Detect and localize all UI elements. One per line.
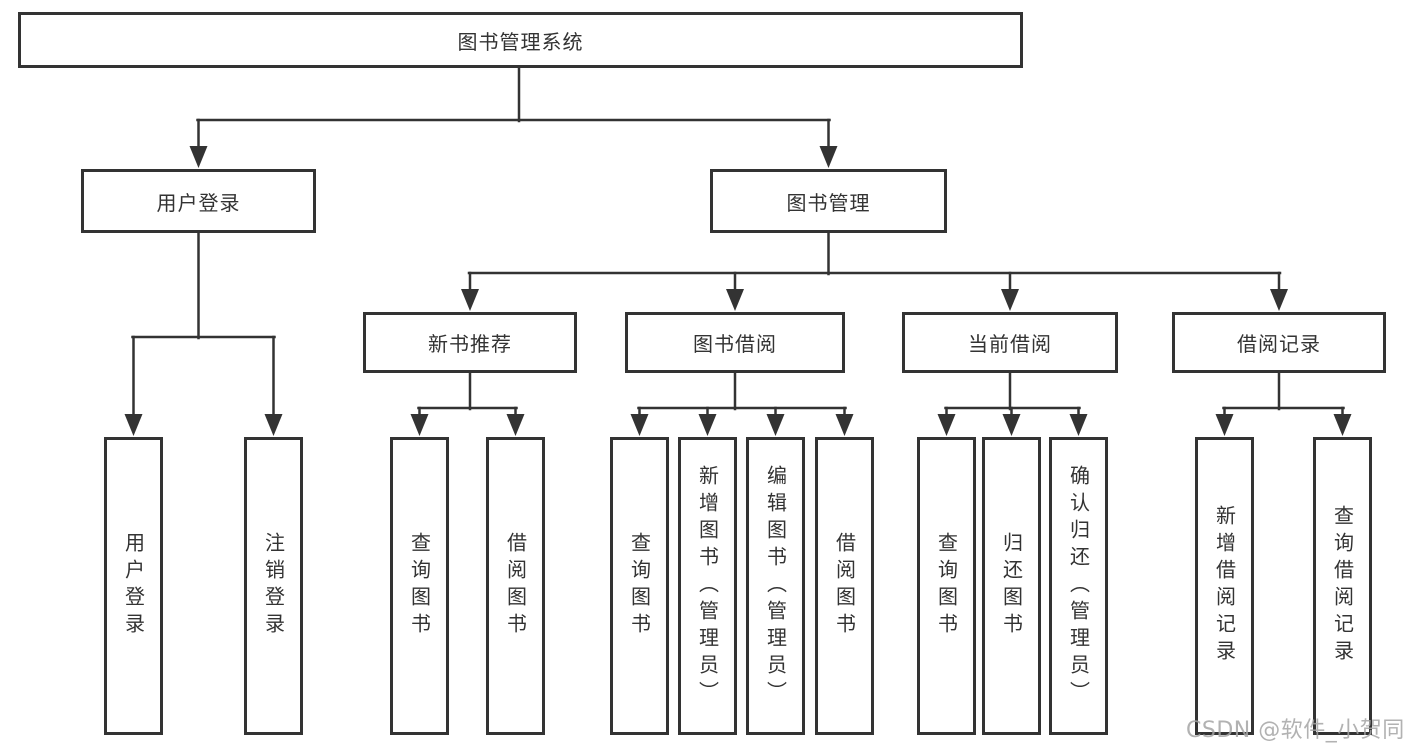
edge-borrow-records-to-leaves <box>1215 370 1352 436</box>
leaf-borrow-books: 借阅图书 <box>815 437 874 735</box>
leaf-label: 查询图书 <box>627 532 652 640</box>
leaf-user-login: 用户登录 <box>104 437 163 735</box>
leaf-label: 借阅图书 <box>503 532 528 640</box>
leaf-query-books-borrow: 查询图书 <box>610 437 669 735</box>
leaf-borrow-books-rec: 借阅图书 <box>486 437 545 735</box>
leaf-label: 归还图书 <box>999 532 1024 640</box>
edge-root-to-level2 <box>189 65 838 168</box>
leaf-label: 查询借阅记录 <box>1330 505 1355 667</box>
leaf-label: 确认归还（管理员） <box>1066 464 1091 708</box>
node-label: 借阅记录 <box>1237 332 1321 356</box>
leaf-label: 查询图书 <box>934 532 959 640</box>
node-label: 图书管理系统 <box>457 29 584 54</box>
leaf-label: 新增借阅记录 <box>1212 505 1237 667</box>
leaf-add-books-admin: 新增图书（管理员） <box>678 437 737 735</box>
leaf-label: 用户登录 <box>121 532 146 640</box>
node-book-management: 图书管理 <box>710 169 947 233</box>
edge-book-mgmt-to-level3 <box>461 231 1288 311</box>
node-label: 图书管理 <box>786 190 871 215</box>
leaf-label: 新增图书（管理员） <box>695 464 720 708</box>
leaf-confirm-return-admin: 确认归还（管理员） <box>1049 437 1108 735</box>
node-label: 图书借阅 <box>693 332 777 356</box>
leaf-label: 借阅图书 <box>832 532 857 640</box>
edge-current-borrow-to-leaves <box>937 370 1088 436</box>
leaf-query-books-rec: 查询图书 <box>390 437 449 735</box>
leaf-query-borrow-record: 查询借阅记录 <box>1313 437 1372 735</box>
node-borrowing-records: 借阅记录 <box>1172 312 1386 373</box>
node-label: 用户登录 <box>156 190 241 215</box>
node-current-borrowing: 当前借阅 <box>902 312 1118 373</box>
node-label: 当前借阅 <box>968 332 1052 356</box>
edge-user-login-to-leaves <box>124 231 283 436</box>
leaf-add-borrow-record: 新增借阅记录 <box>1195 437 1254 735</box>
node-user-login: 用户登录 <box>81 169 316 233</box>
leaf-edit-books-admin: 编辑图书（管理员） <box>746 437 805 735</box>
leaf-query-books-current: 查询图书 <box>917 437 976 735</box>
leaf-label: 注销登录 <box>261 532 286 640</box>
edge-book-borrow-to-leaves <box>630 370 854 436</box>
edge-new-book-rec-to-leaves <box>410 370 525 436</box>
leaf-logout: 注销登录 <box>244 437 303 735</box>
leaf-label: 编辑图书（管理员） <box>763 464 788 708</box>
node-new-book-recommendation: 新书推荐 <box>363 312 577 373</box>
leaf-label: 查询图书 <box>407 532 432 640</box>
node-book-borrowing: 图书借阅 <box>625 312 845 373</box>
leaf-return-books: 归还图书 <box>982 437 1041 735</box>
node-root-system: 图书管理系统 <box>18 12 1023 68</box>
node-label: 新书推荐 <box>428 332 512 356</box>
csdn-watermark: CSDN @软件_小贺同学 <box>1186 718 1405 743</box>
